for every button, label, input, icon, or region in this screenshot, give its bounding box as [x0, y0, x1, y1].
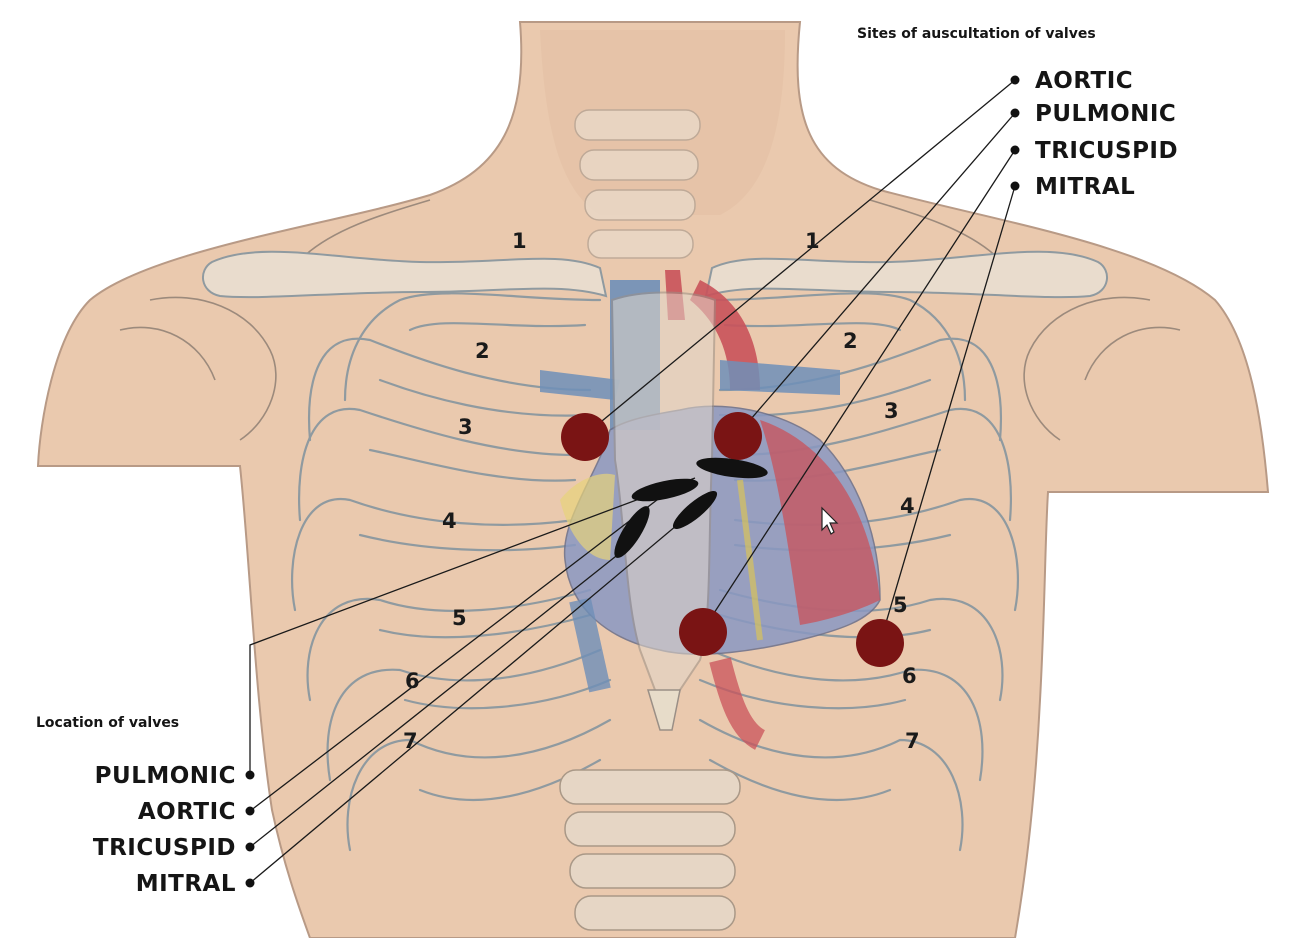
cervical-spine — [574, 109, 701, 259]
auscultation-legend-title: Sites of auscultation of valves — [857, 26, 1096, 42]
rib-number: 3 — [884, 399, 899, 423]
rib-number: 1 — [512, 229, 527, 253]
rib-number: 3 — [458, 415, 473, 439]
legend-item-pulmonic-valve: PULMONIC — [95, 763, 236, 789]
rib-numbers-left: 1 2 3 4 5 6 7 — [805, 229, 920, 753]
rib-number: 6 — [405, 669, 420, 693]
rib-number: 1 — [805, 229, 820, 253]
auscultation-legend: AORTIC PULMONIC TRICUSPID MITRAL — [1010, 68, 1178, 200]
auscultation-site-markers — [561, 412, 904, 667]
shoulder-contours — [119, 199, 1181, 441]
legend-item-pulmonic-site: PULMONIC — [1035, 101, 1176, 127]
rib-number: 5 — [893, 593, 908, 617]
tricuspid-valve-marker — [614, 506, 650, 558]
tricuspid-site-marker — [679, 608, 727, 656]
valve-legend: PULMONIC AORTIC TRICUSPID MITRAL — [93, 763, 255, 897]
legend-item-tricuspid-site: TRICUSPID — [1035, 138, 1178, 164]
mouse-cursor-icon — [821, 506, 839, 535]
rib-number: 6 — [902, 664, 917, 688]
pulmonic-valve-marker — [696, 457, 768, 479]
legend-item-tricuspid-valve: TRICUSPID — [93, 835, 236, 861]
pulmonic-site-marker — [714, 412, 762, 460]
xiphoid-process — [646, 689, 681, 731]
rib-number: 2 — [475, 339, 490, 363]
lumbar-spine — [559, 769, 741, 931]
aortic-valve-marker — [631, 478, 699, 502]
auscultation-leader-lines — [584, 79, 1016, 644]
valve-leader-lines — [249, 477, 696, 884]
legend-item-mitral-site: MITRAL — [1035, 174, 1135, 200]
rib-number: 5 — [452, 606, 467, 630]
aortic-site-marker — [561, 413, 609, 461]
valve-legend-title: Location of valves — [36, 715, 179, 731]
mitral-valve-marker — [672, 490, 718, 530]
ribs-right — [291, 292, 612, 852]
rib-number: 7 — [403, 729, 418, 753]
legend-item-aortic-valve: AORTIC — [138, 799, 236, 825]
mitral-site-marker — [856, 619, 904, 667]
clavicles — [202, 250, 1108, 299]
legend-item-mitral-valve: MITRAL — [136, 871, 236, 897]
legend-item-aortic-site: AORTIC — [1035, 68, 1133, 94]
rib-number: 2 — [843, 329, 858, 353]
rib-number: 7 — [905, 729, 920, 753]
rib-numbers-right: 1 2 3 4 5 6 7 — [403, 229, 527, 753]
valve-location-markers — [614, 457, 768, 558]
rib-number: 4 — [900, 494, 915, 518]
rib-number: 4 — [442, 509, 457, 533]
